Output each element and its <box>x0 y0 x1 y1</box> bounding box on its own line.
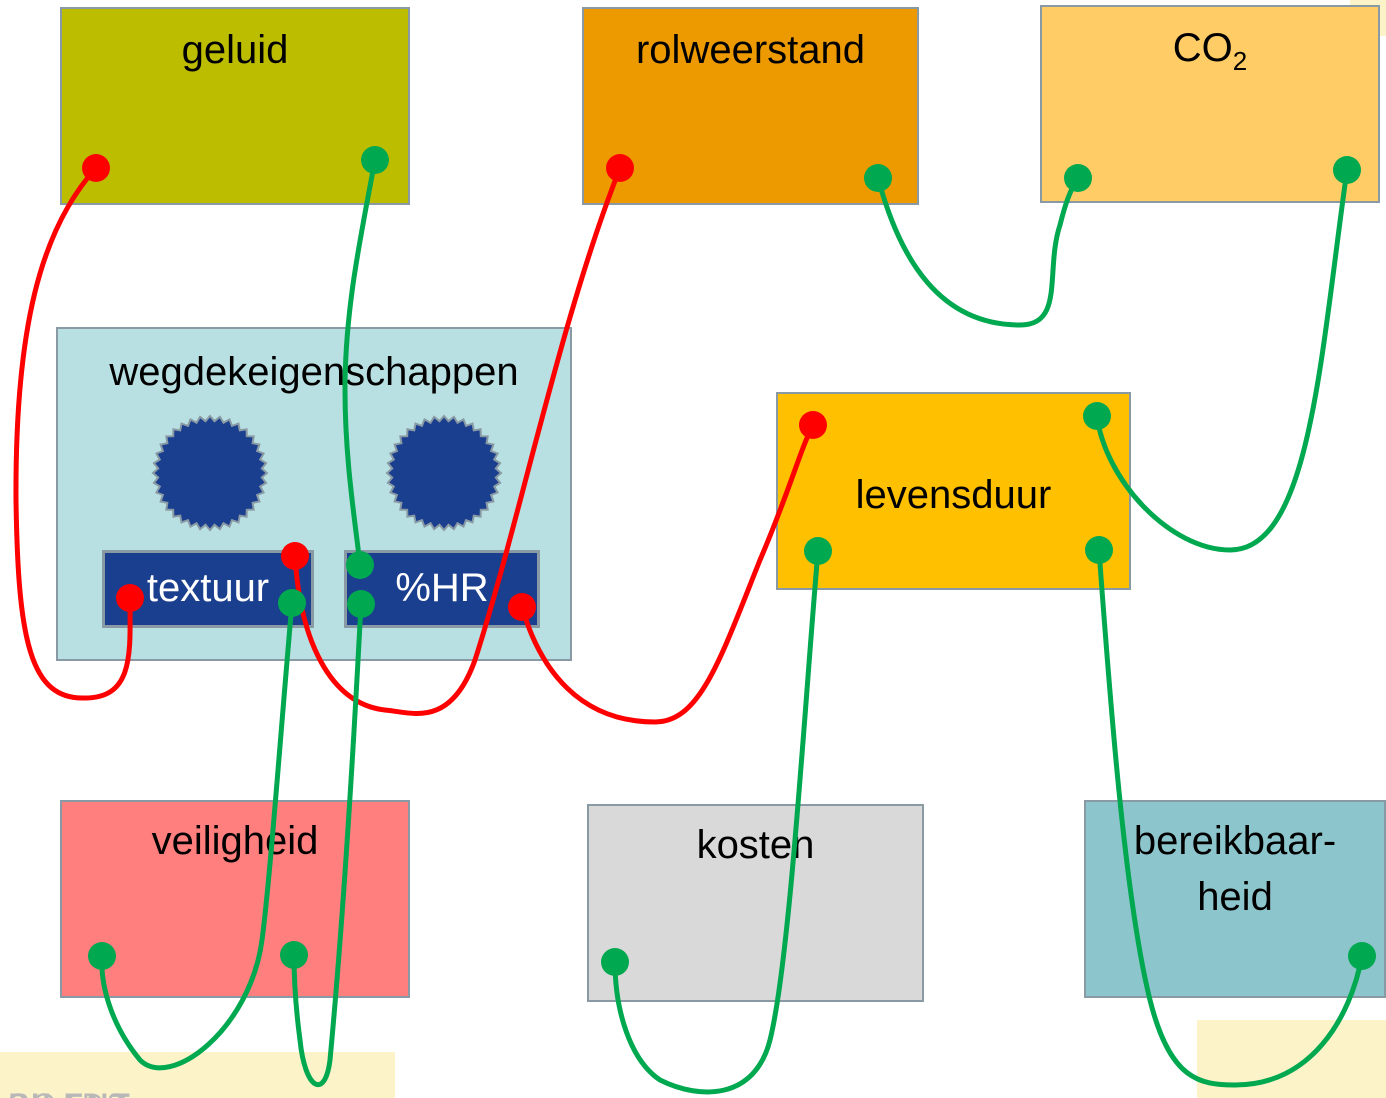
green-dot <box>280 941 308 969</box>
green-dot <box>346 551 374 579</box>
green-dot <box>347 590 375 618</box>
green-wire-co2-levensduur <box>1094 167 1350 553</box>
textuur-label: textuur <box>146 566 270 610</box>
seal-icon <box>385 414 503 532</box>
red-dot <box>606 154 634 182</box>
bereikbaarheid-label-1: bereikbaar- <box>1133 819 1337 863</box>
green-dot <box>88 942 116 970</box>
green-dot <box>601 948 629 976</box>
red-dot <box>508 593 536 621</box>
green-dot <box>1333 156 1361 184</box>
green-dot <box>1085 536 1113 564</box>
red-dot <box>799 411 827 439</box>
red-dot <box>281 542 309 570</box>
bereikbaarheid-box: bereikbaar- heid <box>1084 800 1386 998</box>
green-wire-rolweerstand-co2 <box>875 175 1081 328</box>
levensduur-box: levensduur <box>776 392 1131 590</box>
red-wire-geluid-textuur <box>13 165 133 701</box>
bereikbaarheid-label-2: heid <box>1197 875 1273 919</box>
red-wire-hr-levensduur <box>519 422 816 725</box>
red-wire-rolweerstand-textuur <box>292 165 623 716</box>
co2-box: CO2 <box>1040 5 1380 203</box>
green-dot <box>361 146 389 174</box>
green-dot <box>1064 164 1092 192</box>
rolweerstand-box: rolweerstand <box>582 7 919 205</box>
geluid-label: geluid <box>181 28 289 72</box>
green-dot <box>278 589 306 617</box>
seal-icon <box>151 414 269 532</box>
wegdekeigenschappen-box: wegdekeigenschappen textuur %HR <box>56 327 572 661</box>
veiligheid-box: veiligheid <box>60 800 410 998</box>
kosten-box: kosten <box>587 804 924 1002</box>
hr-box: %HR <box>344 550 540 628</box>
green-dot <box>804 537 832 565</box>
green-dot <box>864 164 892 192</box>
green-wire-textuur-veiligheid <box>99 600 295 1071</box>
green-wire-geluid-hr <box>342 157 378 568</box>
red-dot <box>116 584 144 612</box>
green-wire-levensduur-bereikbaarheid <box>1096 547 1365 1088</box>
green-dot <box>1348 942 1376 970</box>
levensduur-label: levensduur <box>855 473 1052 517</box>
green-wire-hr-veiligheid <box>291 601 364 1087</box>
co2-label: CO2 <box>1172 26 1248 76</box>
wegdekeigenschappen-label: wegdekeigenschappen <box>109 350 519 394</box>
green-wire-levensduur-kosten <box>612 548 821 1095</box>
green-dot <box>1083 402 1111 430</box>
hr-label: %HR <box>395 566 489 610</box>
red-dot <box>82 154 110 182</box>
geluid-box: geluid <box>60 7 410 205</box>
veiligheid-label: veiligheid <box>151 819 319 863</box>
rolweerstand-label: rolweerstand <box>635 28 865 72</box>
